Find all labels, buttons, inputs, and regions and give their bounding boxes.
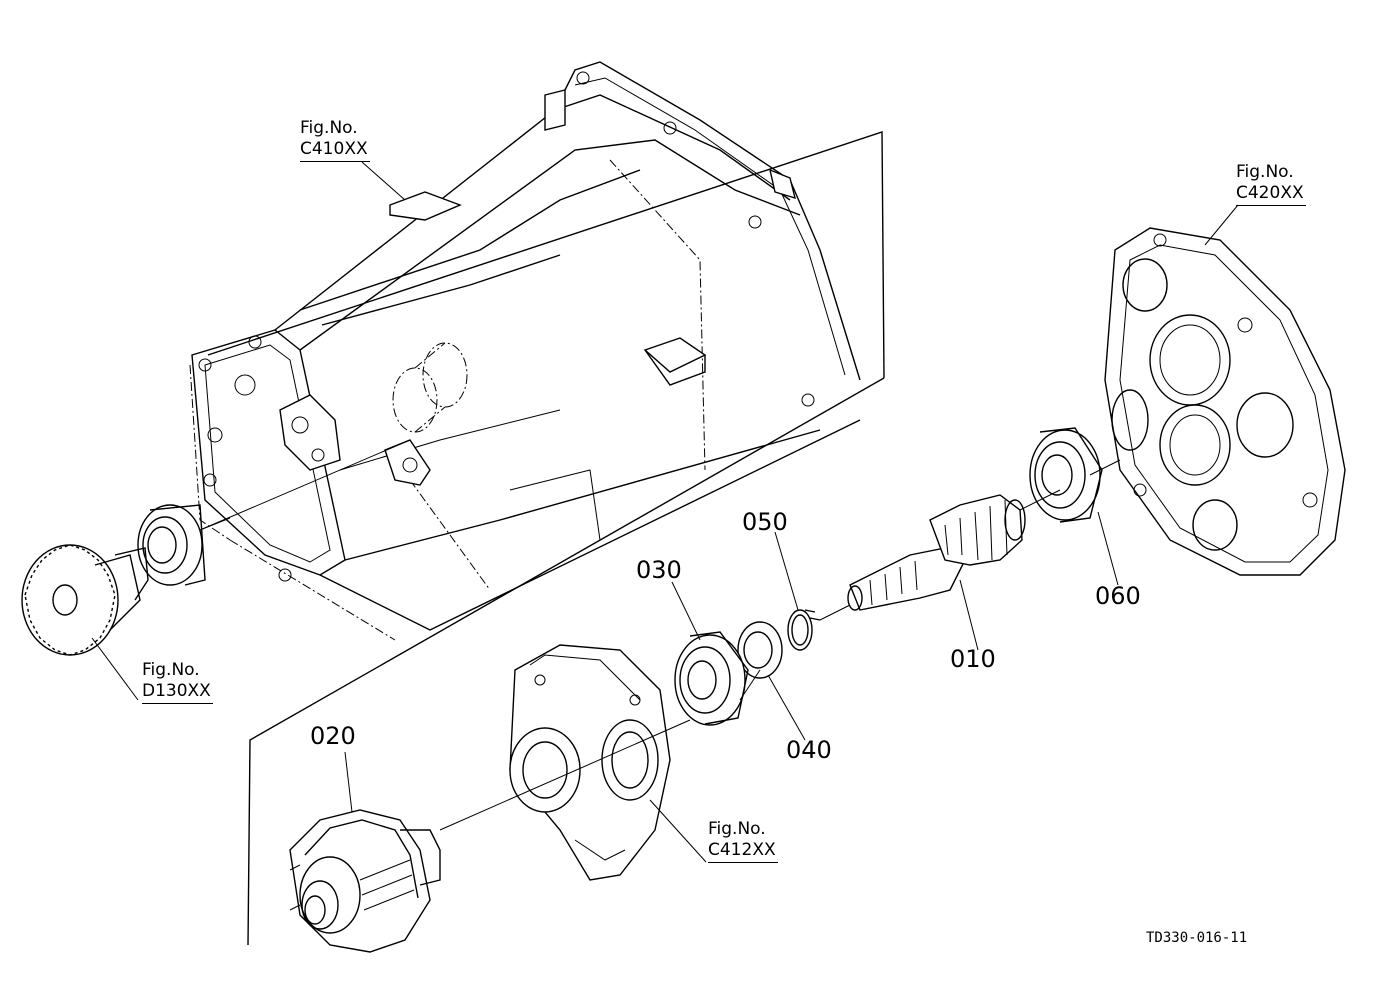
figure-ref-code: D130XX [142, 681, 213, 704]
part-label-030: 030 [636, 556, 682, 584]
gear-d130-drawing [21, 544, 149, 656]
figure-ref-prefix: Fig.No. [300, 118, 358, 138]
part-label-060: 060 [1095, 582, 1141, 610]
figure-ref-d130: Fig.No. D130XX [142, 660, 213, 704]
part-label-040: 040 [786, 736, 832, 764]
figure-ref-prefix: Fig.No. [142, 660, 200, 680]
figure-ref-code: C410XX [300, 139, 370, 162]
shaft-010-drawing [847, 489, 1061, 611]
figure-ref-code: C420XX [1236, 183, 1306, 206]
figure-ref-prefix: Fig.No. [708, 819, 766, 839]
housing-c412-drawing [509, 644, 671, 881]
figure-ref-c412: Fig.No. C412XX [708, 819, 778, 863]
bearing-030-drawing [674, 631, 749, 726]
figure-ref-c420: Fig.No. C420XX [1236, 162, 1306, 206]
figure-ref-c410: Fig.No. C410XX [300, 118, 370, 162]
transmission-case-drawing [189, 61, 885, 946]
washer-040-drawing [737, 621, 783, 679]
figure-ref-prefix: Fig.No. [1236, 162, 1294, 182]
part-label-010: 010 [950, 645, 996, 673]
circlip-050-drawing [787, 609, 821, 651]
leader-lines [91, 161, 1239, 863]
clutch-020-drawing [289, 809, 441, 953]
drawing-reference-number: TD330-016-11 [1146, 930, 1248, 946]
bearing-060-drawing [1029, 427, 1103, 523]
gear-cover-drawing [1104, 227, 1346, 576]
figure-ref-code: C412XX [708, 840, 778, 863]
part-label-050: 050 [742, 508, 788, 536]
part-label-020: 020 [310, 722, 356, 750]
left-bearing-drawing [137, 504, 206, 586]
